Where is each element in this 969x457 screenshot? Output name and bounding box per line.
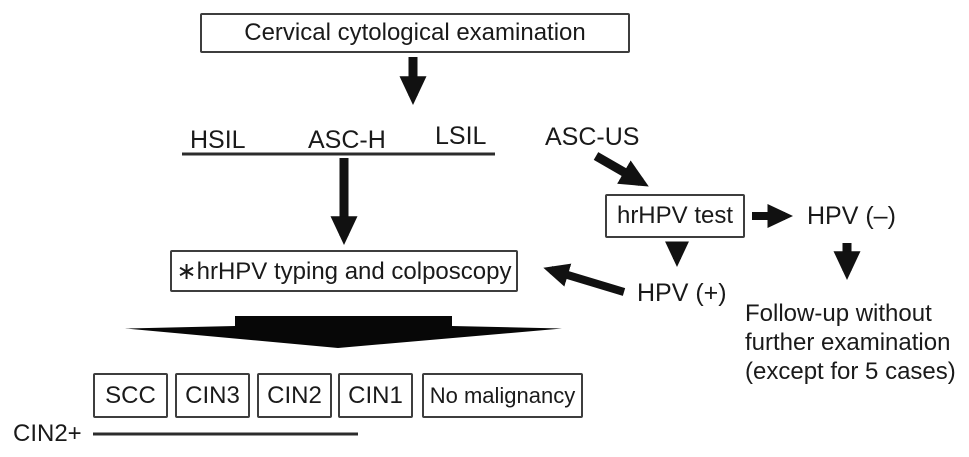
cervical-exam-box: Cervical cytological examination: [200, 13, 630, 53]
triage-label-lsil: LSIL: [435, 122, 487, 150]
hpv-positive-label: HPV (+): [637, 279, 727, 307]
followup-line-3: (except for 5 cases): [745, 358, 956, 385]
result-box-cin2: CIN2: [257, 373, 332, 418]
followup-note: Follow-up without further examination (e…: [745, 299, 956, 386]
result-box-cin3: CIN3: [175, 373, 250, 418]
arrow-hpvpos-to-typing-icon: [543, 263, 626, 296]
arrow-ascus-to-test-icon: [593, 152, 649, 187]
triage-label-asch: ASC-H: [308, 126, 386, 154]
hrhpv-test-box: hrHPV test: [605, 194, 745, 238]
followup-line-2: further examination: [745, 329, 951, 356]
result-box-no-malignancy: No malignancy: [422, 373, 583, 418]
cin2plus-label: CIN2+: [13, 420, 82, 447]
result-box-cin1: CIN1: [338, 373, 413, 418]
hrhpv-typing-colposcopy-box: ∗hrHPV typing and colposcopy: [170, 250, 518, 292]
result-box-scc: SCC: [93, 373, 168, 418]
triage-label-hsil: HSIL: [190, 126, 246, 154]
followup-line-1: Follow-up without: [745, 300, 932, 327]
big-down-arrow-icon: [125, 316, 562, 348]
hpv-negative-label: HPV (–): [807, 202, 896, 230]
ascus-label: ASC-US: [545, 123, 640, 151]
